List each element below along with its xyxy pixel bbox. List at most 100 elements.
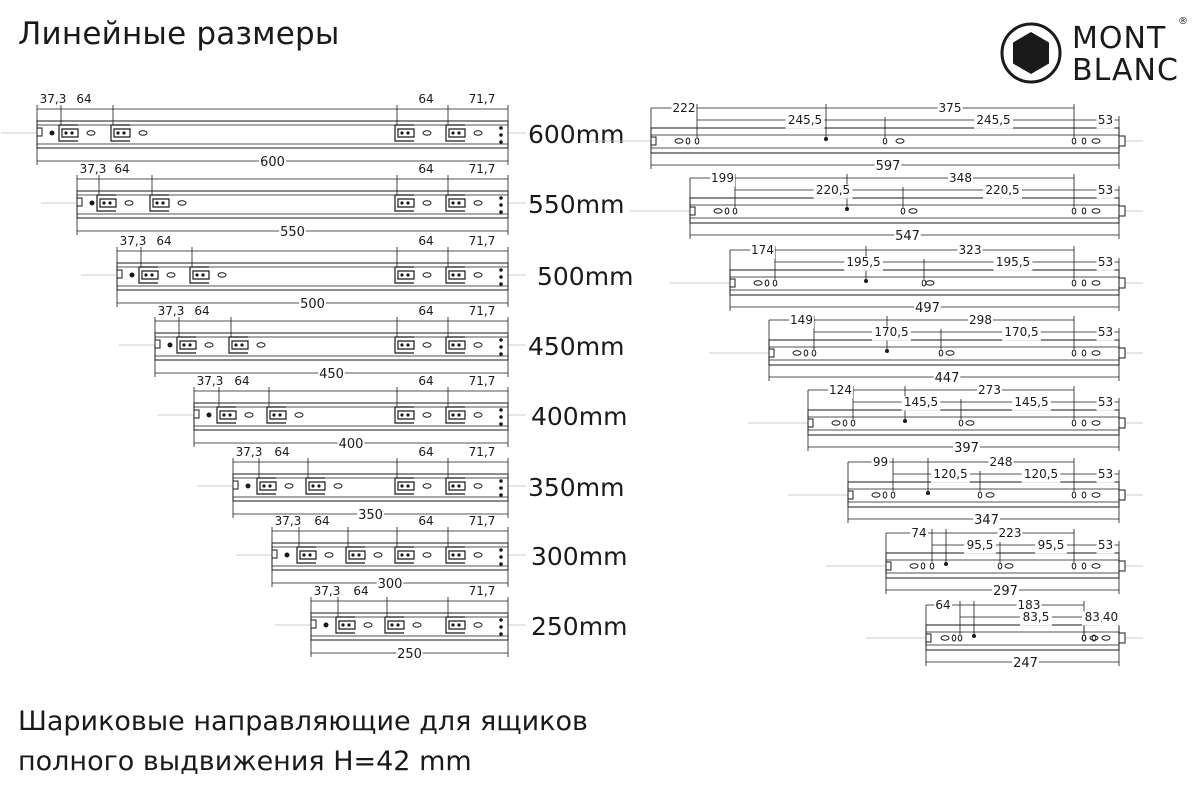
half-left-label-bg (872, 326, 911, 341)
mount-bracket-hole-b (457, 553, 461, 557)
hole-span-label-bg (937, 102, 963, 117)
mount-bracket (266, 406, 287, 424)
first-hole-label-bg (710, 172, 735, 187)
mount-bracket-outline (335, 616, 356, 634)
mount-bracket (149, 194, 170, 212)
dimension-label-d: 71,7 (469, 584, 496, 598)
mount-bracket-outline (256, 477, 277, 495)
mount-bracket (394, 124, 415, 142)
dimension-label-b: 64 (194, 304, 209, 318)
slot-hole (422, 272, 432, 278)
mount-bracket-outline (394, 406, 415, 424)
hexagon-icon (1000, 22, 1062, 84)
half-right-label-bg (1021, 468, 1061, 483)
mount-bracket-hole-b (457, 131, 461, 135)
mount-bracket (176, 336, 197, 354)
slot-hole (1071, 491, 1077, 499)
mount-bracket-outline (445, 266, 466, 284)
mount-bracket-hole-a (400, 131, 404, 135)
half-right-label-bg (993, 256, 1033, 271)
end-offset-label: 53 (1098, 325, 1113, 339)
hole-span-label: 183 (1018, 598, 1041, 612)
slot-hole (951, 634, 957, 642)
mount-bracket-hole-a (451, 131, 455, 135)
slot-hole (1071, 137, 1077, 145)
end-hole (499, 352, 503, 356)
length-label: 350 (358, 508, 383, 523)
hole-span-label: 223 (999, 526, 1022, 540)
hole-span-label-bg (997, 527, 1023, 542)
slot-hole (1004, 563, 1014, 569)
total-length-label: 397 (954, 441, 979, 456)
mount-bracket-hole-b (188, 343, 192, 347)
rail-body (116, 262, 509, 291)
dimension-label-a: 37,3 (120, 234, 147, 248)
mount-bracket-hole-a (311, 484, 315, 488)
rail-body (36, 120, 509, 149)
length-label-bg (337, 437, 365, 453)
end-hole (499, 408, 503, 412)
half-right-label: 120,5 (1024, 467, 1058, 481)
mount-bracket-hole-a (116, 131, 120, 135)
length-label-bg (396, 647, 423, 663)
mount-bracket-outline (189, 266, 210, 284)
slot-hole (957, 634, 963, 642)
slot-hole (958, 419, 964, 427)
first-hole-label: 99 (873, 455, 888, 469)
mount-bracket-hole-b (406, 201, 410, 205)
mount-bracket-hole-b (406, 484, 410, 488)
mount-bracket-hole-b (122, 131, 126, 135)
mount-bracket (445, 194, 466, 212)
mount-bracket-hole-b (457, 413, 461, 417)
half-right-label: 170,5 (1004, 325, 1038, 339)
slot-hole (373, 552, 383, 558)
mount-bracket-hole-a (262, 484, 266, 488)
subtitle-line-1: Шариковые направляющие для ящиков (18, 706, 588, 737)
end-offset-label-bg (1096, 184, 1115, 199)
slot-hole (333, 483, 343, 489)
end-hole (499, 196, 503, 200)
mount-bracket (445, 266, 466, 284)
first-hole-label: 124 (829, 383, 852, 397)
end-offset-label-bg (1101, 611, 1120, 626)
length-label-bg (279, 225, 306, 241)
rail-end-cap (1118, 277, 1126, 289)
slot-hole (256, 342, 266, 348)
mount-bracket-outline (58, 124, 79, 142)
mount-hole (245, 483, 251, 489)
end-hole (499, 422, 503, 426)
first-hole-label-bg (934, 599, 952, 614)
hole-span-label: 298 (969, 313, 992, 327)
slot-hole (1081, 279, 1087, 287)
mount-bracket-outline (394, 477, 415, 495)
mount-bracket-outline (110, 124, 131, 142)
slot-hole (895, 138, 905, 144)
mount-bracket-hole-a (400, 273, 404, 277)
mount-bracket (445, 336, 466, 354)
mount-bracket-hole-b (406, 343, 410, 347)
rail-body (232, 473, 509, 502)
mount-bracket-hole-a (144, 273, 148, 277)
mount-bracket-hole-a (451, 343, 455, 347)
front-notch (886, 561, 892, 571)
dimension-label-a: 37,3 (197, 374, 224, 388)
length-label: 450 (319, 367, 344, 382)
slot-hole (1091, 634, 1097, 642)
length-label: 500 (300, 297, 325, 312)
mount-bracket-outline (96, 194, 117, 212)
mount-bracket (256, 477, 277, 495)
end-hole (499, 479, 503, 483)
slot-hole (925, 280, 935, 286)
dimension-label-c: 64 (418, 514, 433, 528)
half-left-label-bg (785, 114, 825, 129)
slot-hole (422, 200, 432, 206)
mount-bracket-hole-b (396, 623, 400, 627)
slot-hole (871, 492, 881, 498)
center-hole (903, 419, 907, 423)
slot-hole (124, 200, 134, 206)
end-hole (499, 345, 503, 349)
